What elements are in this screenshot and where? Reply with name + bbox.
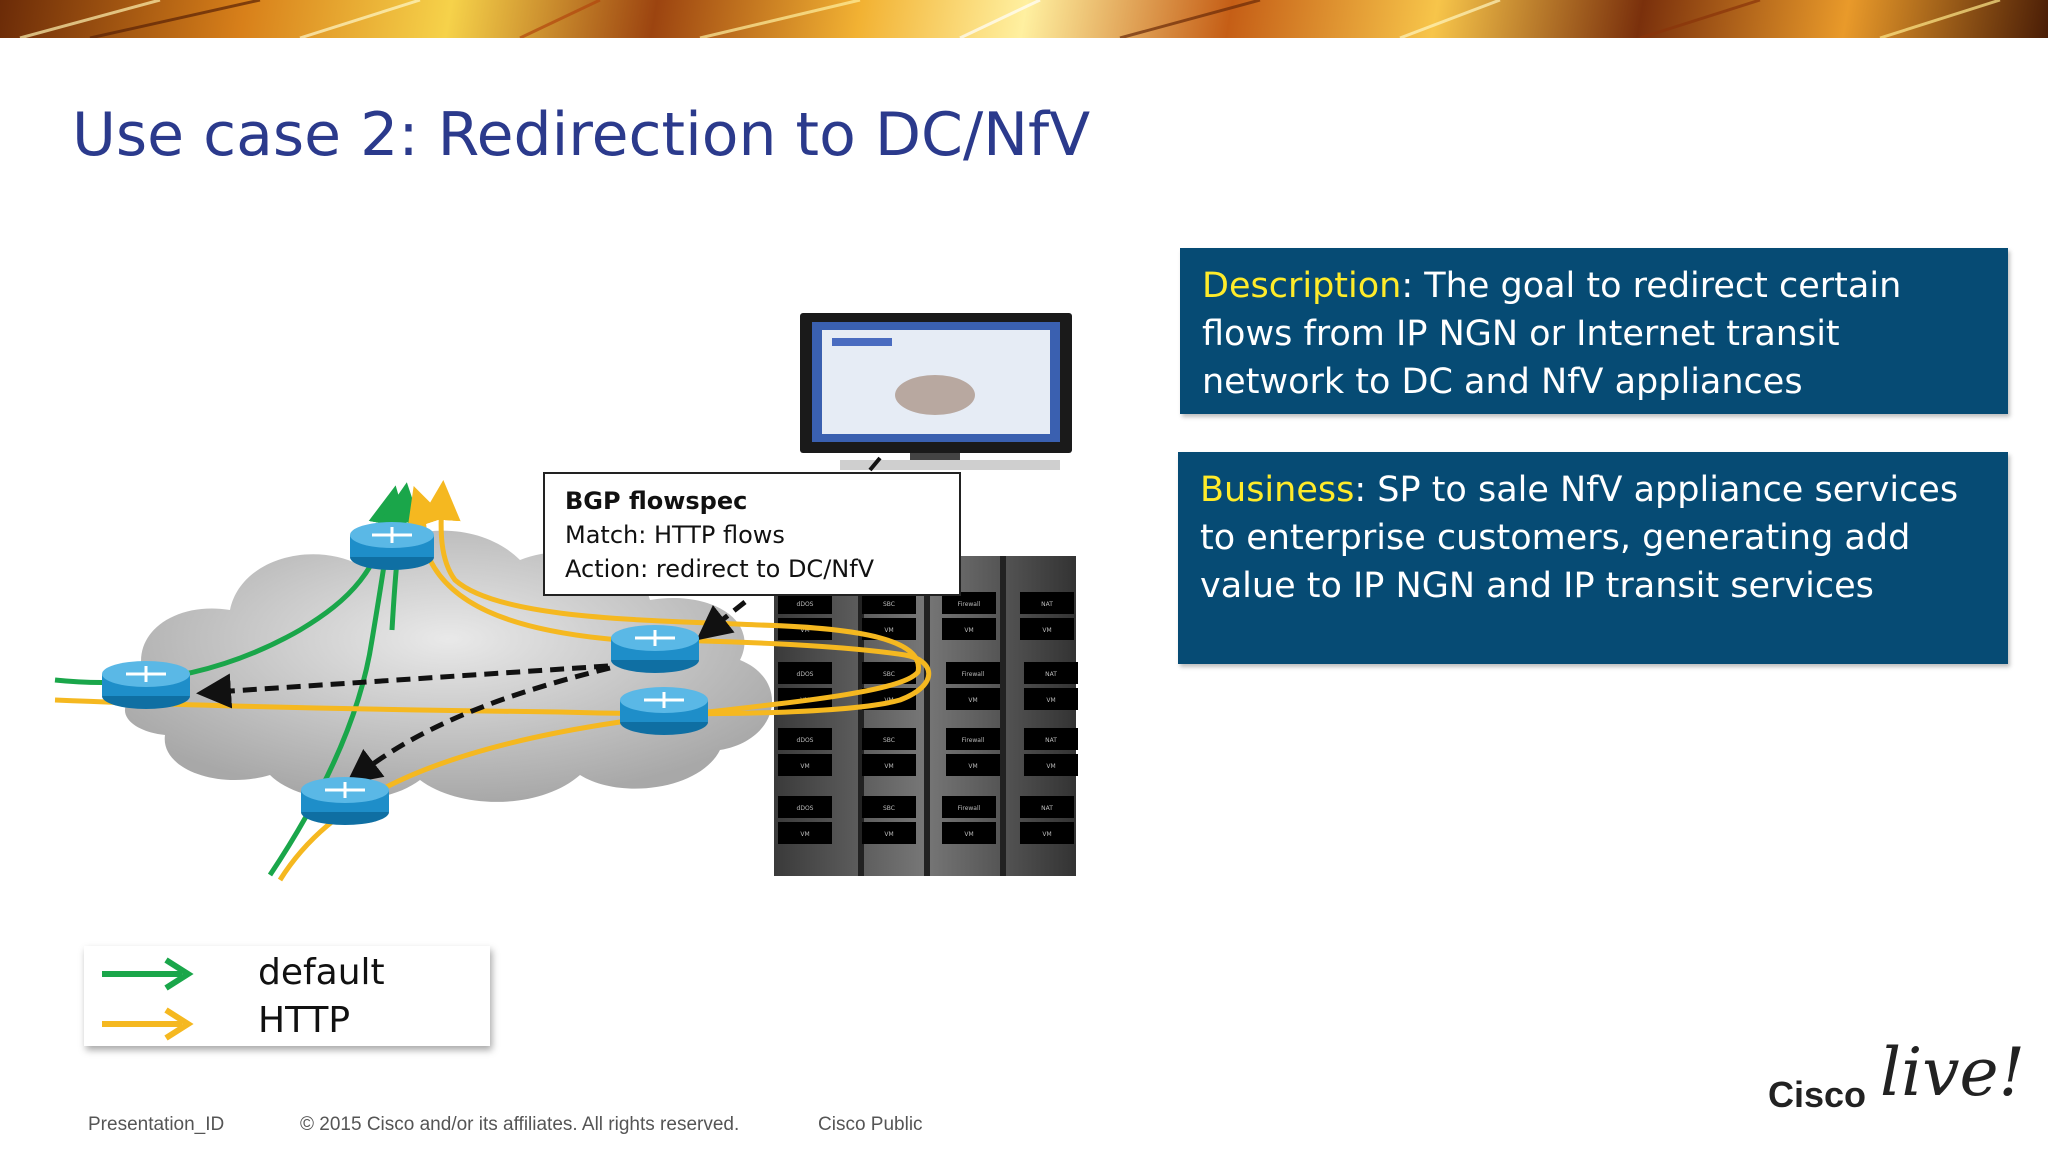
router-icon xyxy=(350,522,434,570)
rack-label: SBC xyxy=(883,737,895,744)
rack-label: dDOS xyxy=(797,737,814,744)
rack-label: VM xyxy=(884,627,893,634)
rack-label: NAT xyxy=(1045,737,1057,744)
redirect-arrows xyxy=(196,600,747,785)
banner-streaks xyxy=(19,0,2001,38)
rack-label: Firewall xyxy=(962,671,985,678)
business-text: : SP to sale NfV appliance services to e… xyxy=(1200,470,1959,606)
page-title: Use case 2: Redirection to DC/NfV xyxy=(72,100,1091,170)
rack-label: VM xyxy=(1042,831,1051,838)
rack-label: VM xyxy=(884,763,893,770)
header-banner xyxy=(0,0,2048,38)
rack-label: Firewall xyxy=(958,805,981,812)
rack-label: dDOS xyxy=(797,671,814,678)
rack-label: VM xyxy=(800,763,809,770)
arrow-icon xyxy=(102,1007,194,1041)
callout-match: Match: HTTP flows xyxy=(565,521,785,549)
rack-label: dDOS xyxy=(797,601,814,608)
business-keyword: Business xyxy=(1200,470,1355,510)
description-panel: Description: The goal to redirect certai… xyxy=(1180,248,2008,414)
rack-label: VM xyxy=(964,831,973,838)
rack-label: NAT xyxy=(1041,805,1053,812)
rack-label: Firewall xyxy=(958,601,981,608)
http-flow-paths xyxy=(54,480,932,882)
rack-label: VM xyxy=(1046,763,1055,770)
logo-brand: Cisco xyxy=(1768,1074,1867,1115)
rack-label: NAT xyxy=(1041,601,1053,608)
description-keyword: Description xyxy=(1202,266,1402,306)
callout-action: Action: redirect to DC/NfV xyxy=(565,555,875,583)
rack-label: NAT xyxy=(1045,671,1057,678)
router-icon xyxy=(102,661,190,709)
rack-label: VM xyxy=(968,763,977,770)
footer-copyright: © 2015 Cisco and/or its affiliates. All … xyxy=(300,1114,740,1135)
rack-label: VM xyxy=(968,697,977,704)
bgp-flowspec-callout: BGP flowspec Match: HTTP flows Action: r… xyxy=(543,472,961,596)
cisco-live-logo: Cisco live! xyxy=(1768,1030,2025,1120)
router-icon xyxy=(611,625,699,673)
description-text: : The goal to redirect certain flows fro… xyxy=(1202,266,1902,402)
server-rack-icon: dDOS VM SBC VM Firewall VM NAT VM dDOS V… xyxy=(774,556,1078,876)
legend: default HTTP xyxy=(84,946,490,1046)
rack-label: dDOS xyxy=(797,805,814,812)
legend-label-default: default xyxy=(258,952,385,993)
cloud-icon xyxy=(124,530,773,802)
rack-label: SBC xyxy=(883,805,895,812)
legend-label-http: HTTP xyxy=(258,1000,351,1041)
rack-label: SBC xyxy=(883,601,895,608)
router-icon xyxy=(301,777,389,825)
logo-script: live! xyxy=(1880,1034,2026,1111)
rack-label: VM xyxy=(1046,697,1055,704)
rack-label: SBC xyxy=(883,671,895,678)
callout-heading: BGP flowspec xyxy=(565,487,748,515)
rack-label: Firewall xyxy=(962,737,985,744)
router-icon xyxy=(620,687,708,735)
footer-classification: Cisco Public xyxy=(818,1114,923,1135)
business-panel: Business: SP to sale NfV appliance servi… xyxy=(1178,452,2008,664)
arrow-icon xyxy=(102,957,194,991)
legend-arrows xyxy=(102,957,194,1041)
rack-label: VM xyxy=(800,627,809,634)
rack-label: VM xyxy=(1042,627,1051,634)
rack-label: VM xyxy=(964,627,973,634)
footer-presentation-id: Presentation_ID xyxy=(88,1114,225,1135)
monitor-icon xyxy=(800,313,1072,472)
rack-label: VM xyxy=(800,831,809,838)
rack-label: VM xyxy=(884,831,893,838)
